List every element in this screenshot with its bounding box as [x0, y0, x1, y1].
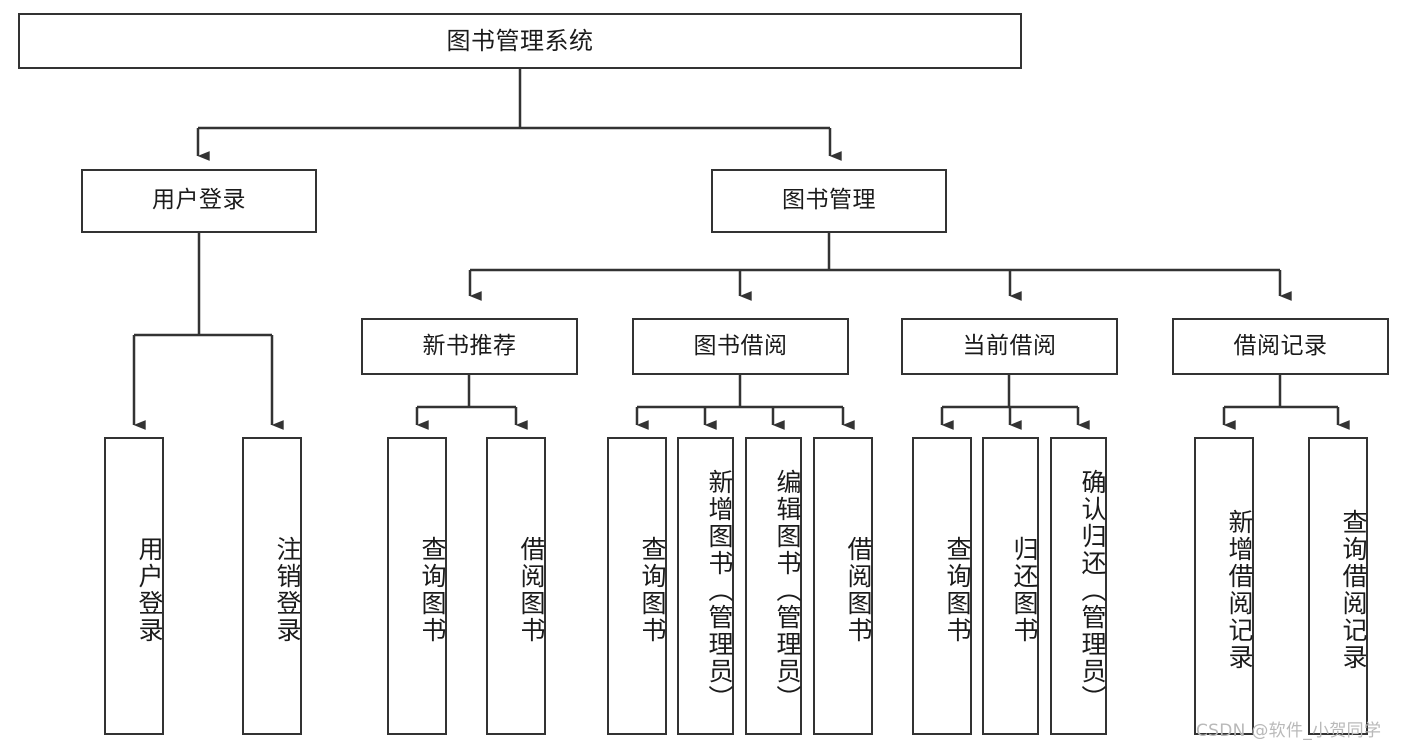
- node-label: 查询借阅记录: [1339, 509, 1368, 671]
- node-label: 新增图书（管理员）: [705, 468, 734, 712]
- node-new-book-recommend[interactable]: 新书推荐: [361, 318, 578, 375]
- node-leaf-borrow-book-1[interactable]: 借阅图书: [486, 437, 546, 735]
- node-label: 用户登录: [152, 187, 246, 214]
- node-leaf-edit-book[interactable]: 编辑图书（管理员）: [745, 437, 802, 735]
- node-leaf-query-book-3[interactable]: 查询图书: [912, 437, 972, 735]
- node-label: 借阅图书: [844, 536, 873, 644]
- node-label: 图书借阅: [693, 332, 788, 359]
- node-root-book-management-system[interactable]: 图书管理系统: [18, 13, 1022, 69]
- node-leaf-logout-login[interactable]: 注销登录: [242, 437, 302, 735]
- node-label: 当前借阅: [962, 332, 1057, 359]
- node-leaf-user-login[interactable]: 用户登录: [104, 437, 164, 735]
- node-leaf-add-book[interactable]: 新增图书（管理员）: [677, 437, 734, 735]
- node-current-borrow[interactable]: 当前借阅: [901, 318, 1118, 375]
- node-label: 借阅图书: [517, 536, 546, 644]
- node-book-borrow[interactable]: 图书借阅: [632, 318, 849, 375]
- node-label: 注销登录: [273, 536, 302, 644]
- node-label: 归还图书: [1010, 536, 1039, 644]
- node-label: 新增借阅记录: [1225, 509, 1254, 671]
- node-label: 编辑图书（管理员）: [773, 468, 802, 712]
- node-book-management[interactable]: 图书管理: [711, 169, 947, 233]
- node-leaf-borrow-book-2[interactable]: 借阅图书: [813, 437, 873, 735]
- node-label: 用户登录: [135, 536, 164, 644]
- node-leaf-confirm-return[interactable]: 确认归还（管理员）: [1050, 437, 1107, 735]
- node-leaf-query-book-2[interactable]: 查询图书: [607, 437, 667, 735]
- node-label: 查询图书: [943, 536, 972, 644]
- node-leaf-query-book-1[interactable]: 查询图书: [387, 437, 447, 735]
- node-label: 借阅记录: [1233, 332, 1328, 359]
- node-label: 图书管理: [782, 187, 876, 214]
- node-label: 查询图书: [638, 536, 667, 644]
- node-label: 确认归还（管理员）: [1078, 468, 1107, 712]
- node-leaf-query-record[interactable]: 查询借阅记录: [1308, 437, 1368, 735]
- node-leaf-return-book[interactable]: 归还图书: [982, 437, 1039, 735]
- node-label: 新书推荐: [422, 332, 517, 359]
- node-leaf-add-record[interactable]: 新增借阅记录: [1194, 437, 1254, 735]
- node-label: 查询图书: [418, 536, 447, 644]
- node-label: 图书管理系统: [446, 26, 594, 55]
- node-borrow-record[interactable]: 借阅记录: [1172, 318, 1389, 375]
- node-user-login[interactable]: 用户登录: [81, 169, 317, 233]
- watermark: CSDN @软件_小贺同学: [1196, 721, 1382, 741]
